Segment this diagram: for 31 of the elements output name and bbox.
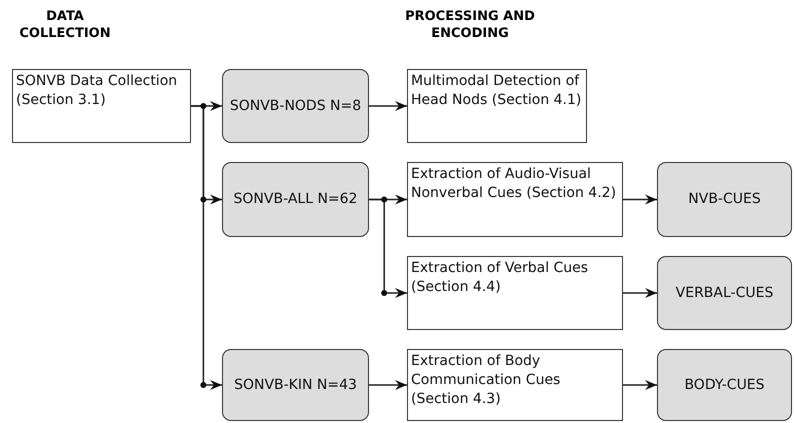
node-text: VERBAL-CUES bbox=[676, 284, 774, 302]
node-text: NVB-CUES bbox=[688, 190, 761, 209]
node-text: SONVB-ALL N=62 bbox=[234, 190, 358, 209]
node-text: Extraction of Body Communication Cues (Section 4.3) bbox=[411, 352, 562, 409]
node-text: BODY-CUES bbox=[684, 376, 765, 394]
arrow bbox=[369, 198, 407, 298]
arrow bbox=[191, 105, 222, 390]
process-box bbox=[12, 69, 191, 143]
dataset-box bbox=[657, 162, 792, 237]
node-text: SONVB-NODS N=8 bbox=[230, 96, 362, 116]
node-text: Extraction of Audio-Visual Nonverbal Cues (Section 4.2) bbox=[411, 165, 618, 203]
arrow bbox=[623, 380, 657, 390]
node-text: Multimodal Detection of Head Nods (Section 4.1) bbox=[411, 72, 582, 110]
node-text: SONVB-KIN N=43 bbox=[234, 376, 357, 394]
arrow bbox=[623, 194, 657, 204]
node-text: Extraction of Verbal Cues (Section 4.4) bbox=[411, 259, 590, 297]
process-box bbox=[407, 69, 587, 143]
dataset-box bbox=[657, 256, 792, 330]
dataset-box bbox=[222, 69, 369, 143]
process-box bbox=[407, 256, 623, 330]
dataset-box bbox=[222, 162, 369, 237]
column-heading: DATA COLLECTION bbox=[18, 8, 112, 42]
process-box bbox=[407, 349, 623, 421]
arrow bbox=[369, 380, 407, 390]
node-text: SONVB Data Collection (Section 3.1) bbox=[16, 72, 178, 110]
column-heading: PROCESSING AND ENCODING bbox=[404, 8, 536, 42]
dataset-box bbox=[222, 349, 369, 421]
arrow bbox=[369, 101, 407, 111]
process-box bbox=[407, 162, 623, 237]
dataset-box bbox=[657, 349, 792, 421]
arrow bbox=[623, 288, 657, 298]
